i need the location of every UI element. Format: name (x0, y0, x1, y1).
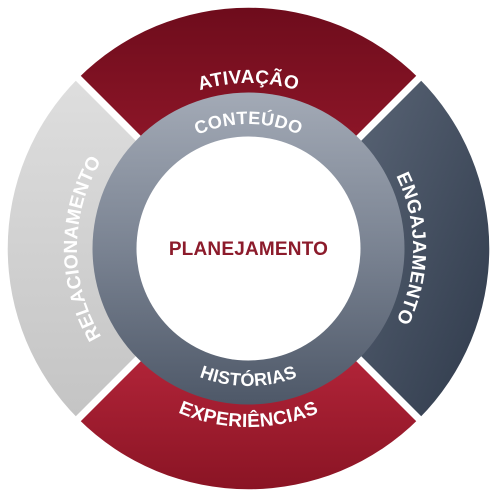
center-label: PLANEJAMENTO (169, 239, 328, 260)
segment-right (349, 78, 490, 419)
segment-bottom (78, 349, 419, 490)
segment-top (78, 7, 419, 148)
segment-left (7, 78, 148, 419)
center-disc (136, 136, 361, 361)
